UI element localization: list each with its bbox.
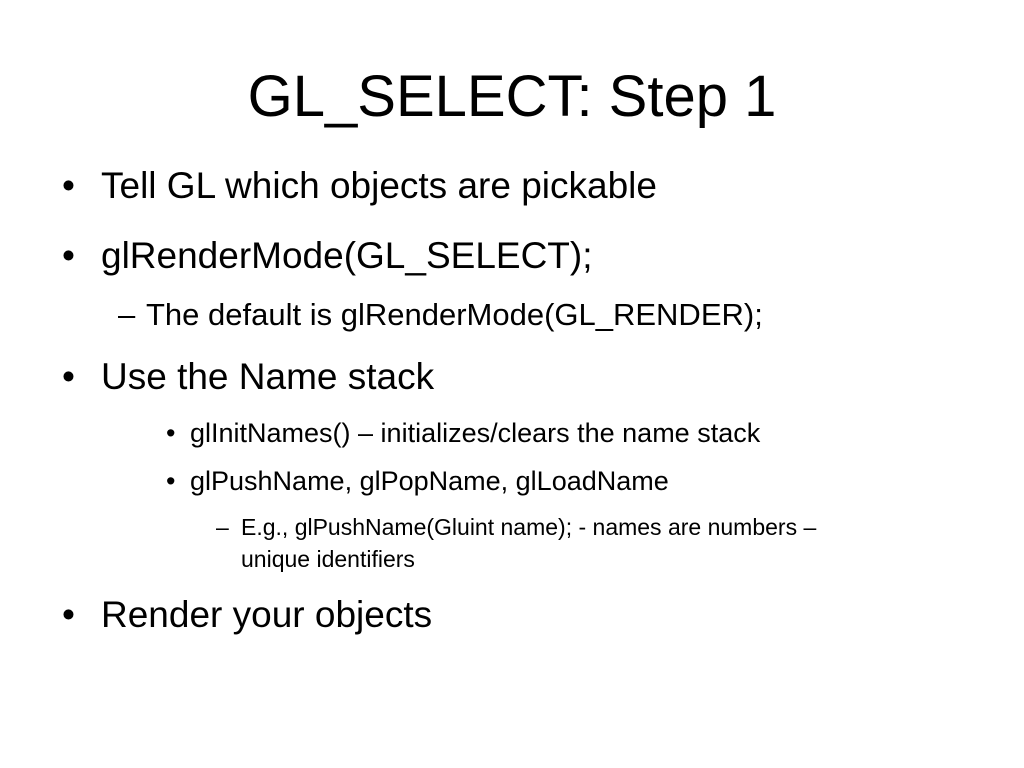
example-line-2: unique identifiers — [241, 546, 415, 572]
bullet-marker: • — [166, 466, 176, 496]
bullet-marker: • — [62, 165, 75, 206]
dash-marker: – — [118, 297, 136, 332]
slide-title: GL_SELECT: Step 1 — [247, 64, 777, 129]
bullet-item-pickable: Tell GL which objects are pickable — [101, 165, 657, 206]
sub-bullet-name-functions: glPushName, glPopName, glLoadName — [190, 466, 669, 496]
dash-marker: – — [216, 514, 229, 540]
sub-bullet-init-names: glInitNames() – initializes/clears the n… — [190, 418, 761, 448]
bullet-item-name-stack: Use the Name stack — [101, 356, 435, 397]
bullet-marker: • — [166, 418, 176, 448]
sub-item-default-render: The default is glRenderMode(GL_RENDER); — [146, 297, 763, 332]
bullet-item-render-mode: glRenderMode(GL_SELECT); — [101, 235, 593, 276]
example-line-1: E.g., glPushName(Gluint name); - names a… — [241, 514, 817, 540]
bullet-marker: • — [62, 235, 75, 276]
bullet-marker: • — [62, 594, 75, 635]
bullet-marker: • — [62, 356, 75, 397]
bullet-item-render-objects: Render your objects — [101, 594, 433, 635]
